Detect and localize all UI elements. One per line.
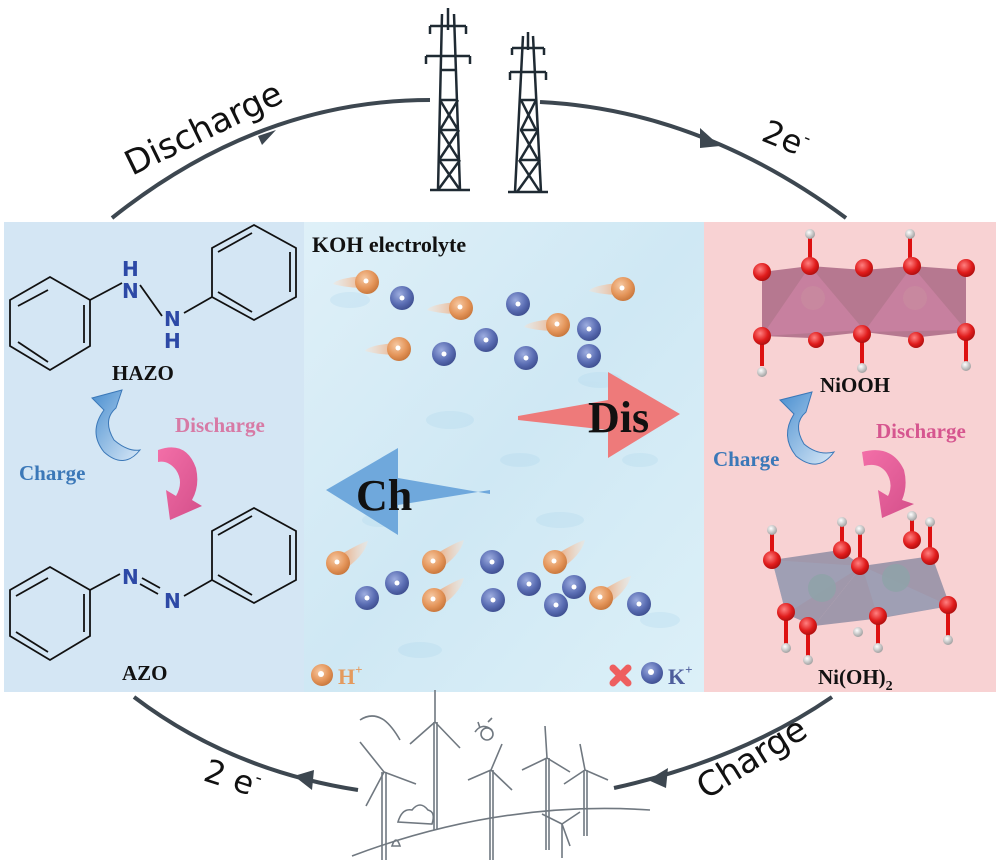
nioh2-structure — [763, 511, 957, 665]
h-ion-highlight — [430, 596, 436, 602]
cross-icon — [609, 664, 632, 687]
bottom-left-arrowhead — [294, 770, 314, 790]
hazo-molecule — [9, 223, 297, 372]
hazo-label: HAZO — [112, 361, 174, 385]
top-left-arc — [110, 98, 431, 220]
k-ion-highlight — [399, 295, 405, 301]
k-ion-highlight — [394, 580, 400, 586]
bottom-right-arc — [613, 695, 834, 790]
azo-molecule — [9, 506, 297, 662]
discharge-arrow-label: Dis — [588, 393, 649, 442]
k-ion-highlight — [523, 355, 529, 361]
bottom-right-arrowhead — [648, 768, 668, 788]
k-ion-highlight — [490, 597, 496, 603]
charge-arrow-icon — [326, 448, 490, 535]
azo-n-right: N — [164, 589, 181, 613]
h-ion-highlight — [597, 594, 603, 600]
left-charge-curl-icon — [91, 389, 142, 461]
h-ion-highlight — [395, 345, 401, 351]
h-ion-highlight — [457, 304, 463, 310]
wind-turbines-icon — [351, 690, 651, 860]
top-right-arrowhead — [700, 128, 720, 148]
right-charge-curl-icon — [779, 391, 836, 465]
k-ion-highlight — [441, 351, 447, 357]
h-ion-highlight — [554, 321, 560, 327]
k-ion-legend-highlight — [648, 669, 654, 675]
h-ion-highlight — [363, 278, 369, 284]
azo-label: AZO — [122, 661, 168, 685]
k-ion-highlight — [636, 601, 642, 607]
power-tower-icon — [424, 8, 548, 194]
k-ion-highlight — [553, 602, 559, 608]
k-ion-highlight — [489, 559, 495, 565]
top-left-arrowhead — [258, 130, 276, 145]
k-ion-highlight — [586, 353, 592, 359]
k-ion-legend-label: K+ — [668, 662, 693, 689]
hazo-h-top: H — [122, 257, 139, 281]
charge-arrow-label: Ch — [356, 471, 412, 520]
k-ion-highlight — [526, 581, 532, 587]
discharge-arrow-icon — [518, 372, 680, 458]
nioh2-label: Ni(OH)2 — [818, 665, 893, 694]
azo-n-left: N — [122, 565, 139, 589]
niooh-label: NiOOH — [820, 373, 890, 397]
h-ion-highlight — [430, 558, 436, 564]
right-charge-label: Charge — [713, 447, 780, 471]
bottom-left-arc — [132, 695, 359, 792]
k-ion-highlight — [571, 584, 577, 590]
left-charge-label: Charge — [19, 461, 86, 485]
ions-top-group — [333, 270, 635, 370]
h-ion-highlight — [551, 558, 557, 564]
left-panel-bg — [4, 222, 304, 692]
bottom-electron-label: 2 e- — [200, 751, 266, 805]
hazo-n-bottom: N — [164, 307, 181, 331]
right-discharge-label: Discharge — [876, 419, 966, 443]
h-ion-highlight — [334, 559, 340, 565]
k-ion-highlight — [364, 595, 370, 601]
right-discharge-curl-icon — [862, 450, 914, 518]
electrolyte-title: KOH electrolyte — [312, 232, 466, 257]
hazo-h-bottom: H — [164, 329, 181, 353]
h-ion-legend-highlight — [318, 671, 324, 677]
left-discharge-label: Discharge — [175, 413, 265, 437]
k-ion-highlight — [586, 326, 592, 332]
niooh-structure — [753, 229, 975, 377]
top-right-arc — [539, 100, 848, 220]
hazo-n-top: N — [122, 279, 139, 303]
h-ion-highlight — [619, 285, 625, 291]
cycle-arrows — [110, 98, 848, 792]
h-ion-legend-label: H+ — [338, 662, 363, 689]
k-ion-highlight — [515, 301, 521, 307]
top-electron-label: 2e- — [757, 112, 814, 165]
left-discharge-curl-icon — [158, 447, 202, 520]
ions-bottom-group — [326, 540, 651, 617]
k-ion-highlight — [483, 337, 489, 343]
